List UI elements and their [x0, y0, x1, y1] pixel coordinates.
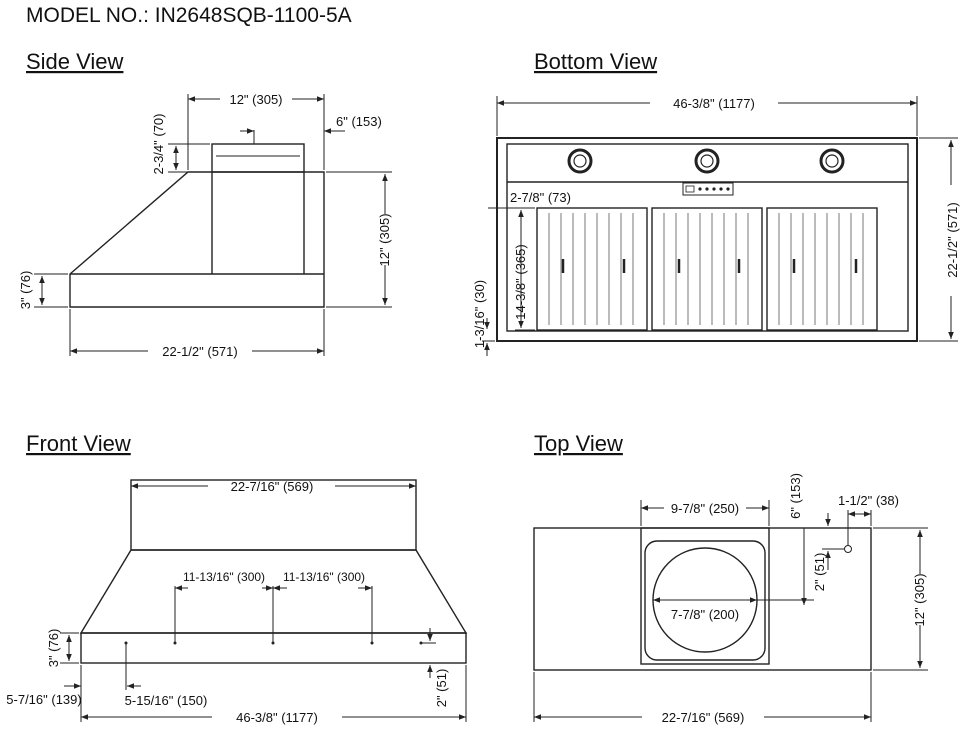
- top-view-heading: Top View: [534, 431, 623, 456]
- side-body-height-label: 12" (305): [377, 213, 392, 266]
- front-top-width-label: 22-7/16" (569): [231, 479, 314, 494]
- front-edge-offset-label: 5-7/16" (139): [6, 692, 81, 707]
- top-view: Top View 9-7/8" (250) 6" (153) 7-7/8" (2…: [533, 431, 928, 725]
- top-duct-offset-label: 6" (153): [788, 473, 803, 519]
- front-view: Front View 22-7/16" (569) 11-13/16" (300…: [6, 431, 468, 725]
- top-body-outline: [533, 527, 872, 671]
- top-screw-height-label: 2" (51): [812, 553, 827, 592]
- front-spacing-left-label: 11-13/16" (300): [183, 570, 265, 584]
- top-duct-collar: [640, 527, 770, 665]
- halogen-light: [694, 148, 720, 174]
- bottom-width-label: 46-3/8" (1177): [673, 96, 755, 111]
- control-panel: [682, 182, 734, 196]
- front-total-width-label: 46-3/8" (1177): [236, 710, 318, 725]
- side-duct-collar: [211, 143, 305, 173]
- bottom-rear-offset-label: 1-3/16" (30): [472, 280, 487, 348]
- side-front-height-label: 3" (76): [18, 271, 33, 310]
- side-collar-height-label: 2-3/4" (70): [151, 114, 166, 175]
- bottom-outer-frame: [496, 137, 918, 342]
- top-width-label: 22-7/16" (569): [662, 710, 745, 725]
- model-title: MODEL NO.: IN2648SQB-1100-5A: [26, 4, 352, 27]
- bottom-view-heading: Bottom View: [534, 49, 657, 74]
- front-hole-offset-label: 5-15/16" (150): [125, 693, 208, 708]
- screw-hole: [844, 545, 852, 553]
- bottom-front-offset-label: 2-7/8" (73): [510, 190, 571, 205]
- side-view-heading: Side View: [26, 49, 124, 74]
- side-body-outline: [69, 171, 325, 308]
- top-depth-label: 12" (305): [912, 573, 927, 626]
- front-spacing-right-label: 11-13/16" (300): [283, 570, 365, 584]
- bottom-filter-depth-label: 14-3/8" (365): [513, 244, 528, 319]
- top-duct-diameter-label: 7-7/8" (200): [671, 607, 739, 622]
- baffle-filter: [536, 207, 648, 331]
- bottom-inner-frame: [506, 143, 909, 332]
- front-chimney: [130, 479, 417, 551]
- side-duct-label: 6" (153): [336, 114, 382, 129]
- halogen-light: [819, 148, 845, 174]
- bottom-depth-label: 22-1/2" (571): [945, 202, 960, 277]
- baffle-filter: [766, 207, 878, 331]
- halogen-light: [567, 148, 593, 174]
- side-depth-label: 22-1/2" (571): [162, 344, 237, 359]
- side-view: Side View 12" (305) 6" (153) 2-3/4" (70)…: [18, 49, 392, 359]
- top-screw-offset-label: 1-1/2" (38): [838, 493, 899, 508]
- side-top-width-label: 12" (305): [229, 92, 282, 107]
- top-collar-width-label: 9-7/8" (250): [671, 501, 739, 516]
- front-height-label: 3" (76): [46, 629, 61, 668]
- bottom-view: Bottom View: [472, 49, 960, 356]
- front-view-heading: Front View: [26, 431, 131, 456]
- front-hole-height-label: 2" (51): [434, 669, 449, 708]
- baffle-filter: [651, 207, 763, 331]
